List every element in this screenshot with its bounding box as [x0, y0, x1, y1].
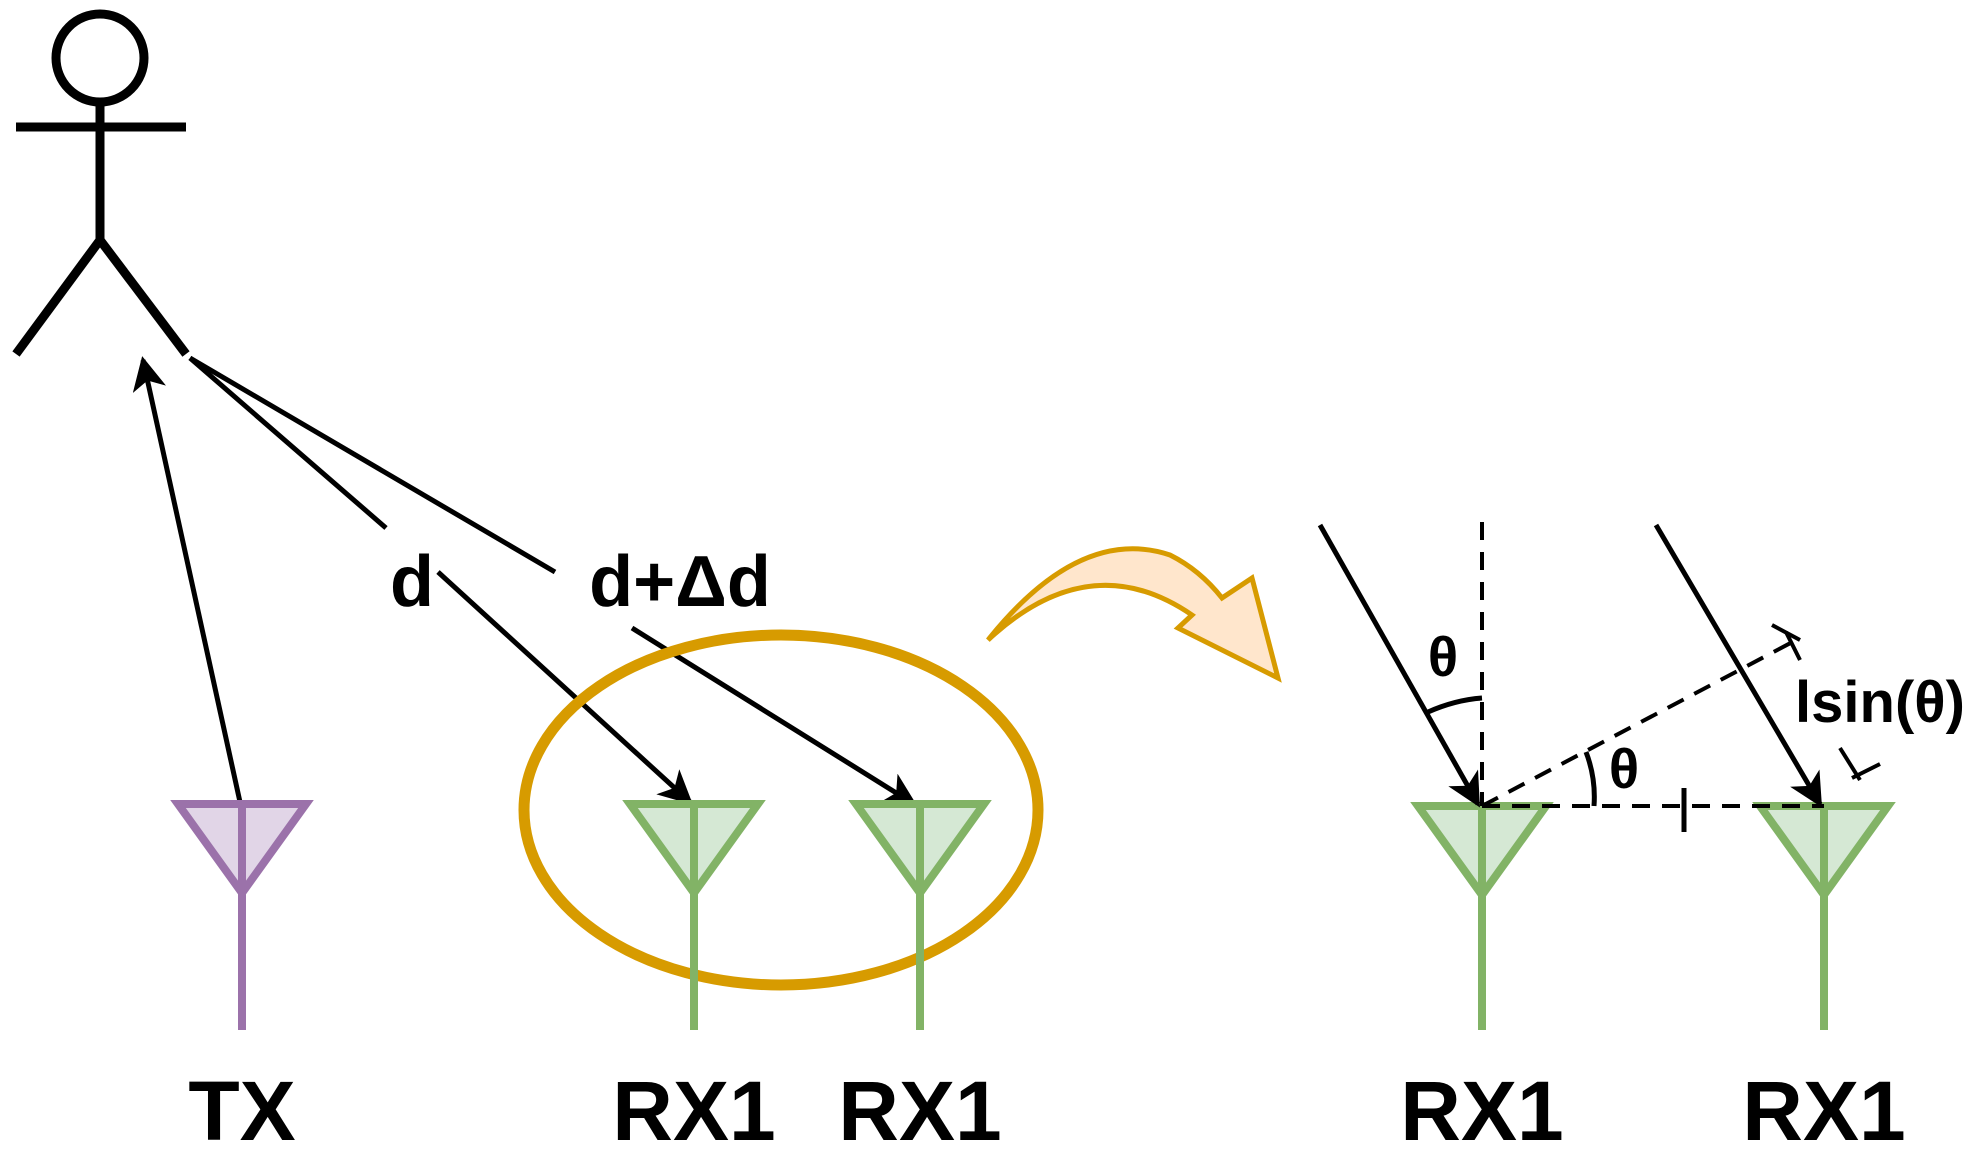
rx-antenna-a-icon — [622, 800, 766, 1030]
rx-antenna-b-icon — [848, 800, 992, 1030]
label-theta-top: θ — [1428, 625, 1458, 688]
person-left-leg — [12, 237, 104, 357]
label-rx-d: RX1 — [1742, 1064, 1905, 1153]
person-right-leg — [96, 237, 190, 357]
rx-antenna-c-icon — [1410, 802, 1554, 1030]
label-lsin: lsin(θ) — [1795, 670, 1965, 735]
incident-ray-right — [1653, 523, 1823, 808]
rx-antenna-d-icon — [1752, 802, 1896, 1030]
label-rx-c: RX1 — [1400, 1064, 1563, 1153]
zoom-curved-arrow-icon — [986, 546, 1282, 683]
tx-antenna-icon — [170, 800, 314, 1030]
label-rx-b: RX1 — [838, 1064, 1001, 1153]
theta-top-arc — [1426, 695, 1483, 715]
label-path-d: d — [390, 542, 434, 622]
label-tx: TX — [188, 1064, 295, 1153]
rx-pair-ellipse — [518, 629, 1044, 991]
theta-mid-arc — [1583, 751, 1597, 807]
label-path-d-delta: d+Δd — [589, 542, 771, 622]
path-d-arrow — [188, 356, 693, 805]
lsin-dimension — [1771, 623, 1881, 782]
person-icon — [12, 9, 190, 357]
geometry-dashed-lines — [1480, 522, 1824, 808]
tx-to-person-arrow — [132, 356, 243, 803]
label-rx-a: RX1 — [612, 1064, 775, 1153]
incident-ray-left — [1317, 523, 1481, 808]
label-theta-mid: θ — [1609, 737, 1639, 800]
person-head — [51, 9, 149, 107]
path-d-delta-arrow — [188, 355, 918, 807]
